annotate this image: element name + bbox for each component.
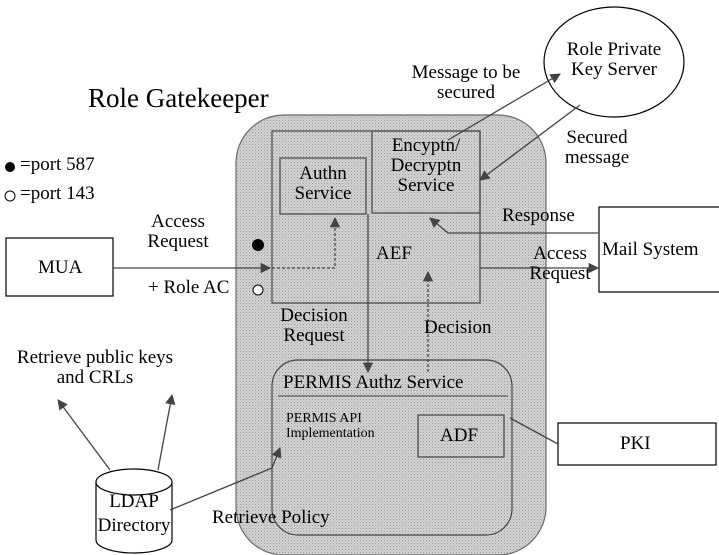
retrieve-keys-line-2: and CRLs <box>56 366 134 388</box>
encrypt-line-1: Encyptn/ <box>391 135 461 156</box>
arrow-message-to-server <box>447 73 561 141</box>
retrieve-keys-line-1: Retrieve public keys <box>16 347 174 368</box>
arrow-secured-message <box>479 104 581 181</box>
legend-port-143: =port 143 <box>20 183 95 204</box>
adf-label: ADF <box>440 425 479 446</box>
access-left-line-2: Request <box>147 230 209 252</box>
encrypt-line-2: Decryptn <box>390 154 462 176</box>
permis-api-line-2: Implementation <box>286 425 375 441</box>
access-left-line-1: Access <box>151 211 205 232</box>
secured-line-2: message <box>564 146 630 168</box>
arrow-retrieve-keys-left <box>57 399 111 471</box>
port-143-marker <box>252 284 264 296</box>
authn-label: Authn Service <box>280 164 366 204</box>
access-right-line-1: Access <box>533 243 587 264</box>
access-request-left-label: Access Request <box>128 212 228 252</box>
ldap-cylinder <box>95 468 173 554</box>
ldap-line-1: LDAP <box>109 491 159 512</box>
arrow-to-authn <box>272 216 341 269</box>
role-ac-label: + Role AC <box>148 277 230 298</box>
arrow-retrieve-policy <box>169 447 282 511</box>
retrieve-keys-label: Retrieve public keys and CRLs <box>0 348 190 388</box>
decision-request-label: Decision Request <box>264 306 364 346</box>
retrieve-policy-label: Retrieve Policy <box>212 507 330 528</box>
arrow-response <box>429 217 598 234</box>
decision-request-line-1: Decision <box>280 305 348 326</box>
port-587-marker <box>252 239 264 251</box>
legend-open-dot <box>4 190 16 202</box>
key-server-line-1: Role Private <box>566 39 662 60</box>
authn-line-1: Authn <box>299 163 347 184</box>
message-line-2: secured <box>436 81 496 103</box>
legend-filled-dot <box>5 162 15 172</box>
access-right-line-2: Request <box>529 262 591 284</box>
permis-api-line-1: PERMIS API <box>286 411 362 426</box>
secured-message-label: Secured message <box>552 128 642 168</box>
adf-box <box>417 414 505 458</box>
key-server-label: Role Private Key Server <box>539 40 689 80</box>
arrow-pki <box>509 417 559 445</box>
encrypt-label: Encyptn/ Decryptn Service <box>372 136 480 196</box>
permis-api-label: PERMIS API Implementation <box>286 411 375 441</box>
ldap-label: LDAP Directory <box>96 492 172 536</box>
access-request-right-label: Access Request <box>515 244 605 284</box>
mail-system-box <box>598 206 719 293</box>
encrypt-line-3: Service <box>397 174 455 196</box>
ldap-line-2: Directory <box>97 514 171 536</box>
legend-port-587: =port 587 <box>20 154 95 175</box>
mua-box <box>5 237 114 297</box>
permis-service-label: PERMIS Authz Service <box>283 372 464 393</box>
diagram-title: Role Gatekeeper <box>88 83 269 113</box>
mail-system-label: Mail System <box>602 239 699 260</box>
gatekeeper-region <box>235 114 547 555</box>
message-to-be-secured-label: Message to be secured <box>396 63 536 103</box>
decision-label: Decision <box>424 317 492 338</box>
authn-line-2: Service <box>294 182 352 204</box>
response-label: Response <box>502 205 575 226</box>
key-server-ellipse <box>543 6 685 118</box>
message-line-1: Message to be <box>411 62 521 83</box>
pki-label: PKI <box>620 433 651 454</box>
secured-line-1: Secured <box>566 127 628 148</box>
arrow-retrieve-keys-right <box>157 393 176 471</box>
aef-label: AEF <box>376 243 412 264</box>
authn-box <box>279 157 367 215</box>
mua-label: MUA <box>38 257 83 278</box>
decision-request-line-2: Request <box>283 324 345 346</box>
key-server-line-2: Key Server <box>571 58 657 80</box>
